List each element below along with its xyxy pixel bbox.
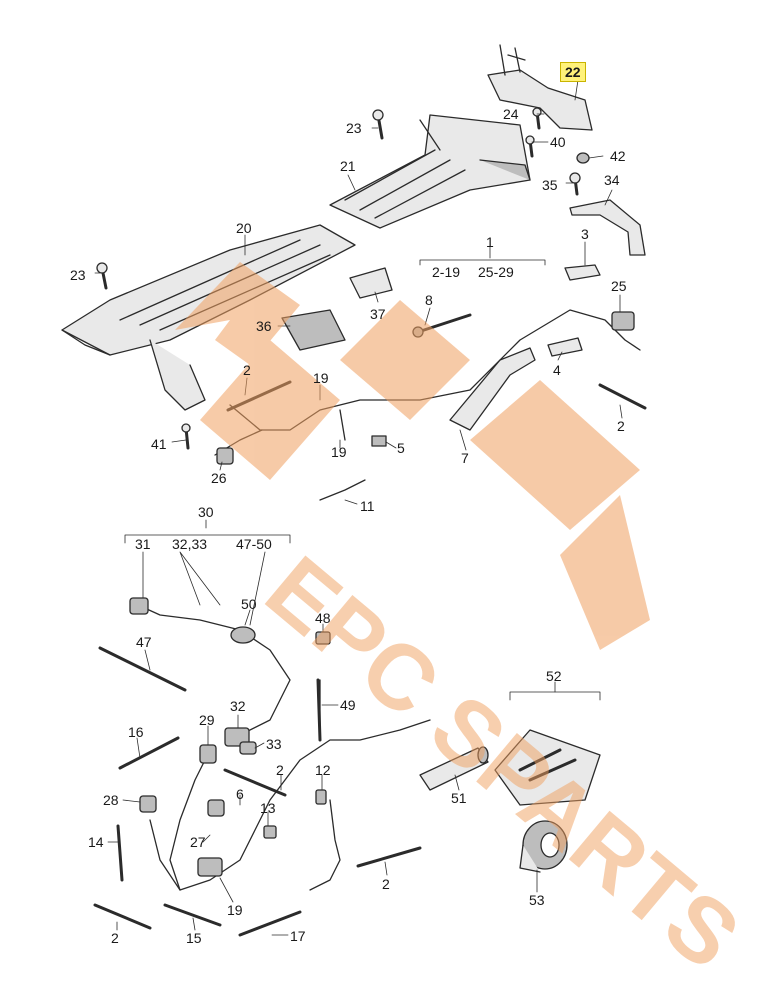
- part-31-connector: [129, 597, 149, 615]
- callout-6: 6: [236, 786, 244, 802]
- part-50-grommet: [230, 626, 256, 644]
- callout-2d: 2: [382, 876, 390, 892]
- lower-harness-2: [169, 719, 431, 891]
- part-26-connector: [216, 447, 234, 465]
- callout-34: 34: [604, 172, 620, 188]
- part-29-connector: [199, 744, 217, 764]
- callout-2c: 2: [276, 762, 284, 778]
- callout-7: 7: [461, 450, 469, 466]
- callout-14: 14: [88, 834, 104, 850]
- callout-49: 49: [340, 697, 356, 713]
- lower-harness-4: [309, 679, 341, 891]
- callout-52: 52: [546, 668, 562, 684]
- part-2-tie-e: [93, 903, 152, 930]
- part-20-frame: [61, 224, 356, 411]
- callout-25-29: 25-29: [478, 264, 514, 280]
- callout-33: 33: [266, 736, 282, 752]
- part-25-connector: [611, 311, 635, 331]
- callout-50: 50: [241, 596, 257, 612]
- callout-40: 40: [550, 134, 566, 150]
- callout-27: 27: [190, 834, 206, 850]
- part-2-tie-d: [356, 846, 422, 868]
- callout-48: 48: [315, 610, 331, 626]
- callout-47: 47: [136, 634, 152, 650]
- part-14-tie: [116, 824, 124, 882]
- harness-branch-2: [319, 409, 366, 501]
- callout-32: 32: [230, 698, 246, 714]
- part-3-clip: [564, 264, 601, 281]
- callout-13: 13: [260, 800, 276, 816]
- part-17-tie: [238, 910, 302, 937]
- part-16-tie: [118, 736, 180, 770]
- part-2-tie-b: [598, 383, 647, 410]
- callout-23: 23: [346, 120, 362, 136]
- callout-42: 42: [610, 148, 626, 164]
- callout-35: 35: [542, 177, 558, 193]
- callout-20: 20: [236, 220, 252, 236]
- part-53-tape: [519, 820, 568, 873]
- callout-26: 26: [211, 470, 227, 486]
- callout-30: 30: [198, 504, 214, 520]
- part-5-clip: [371, 435, 387, 447]
- callout-19b: 19: [331, 444, 347, 460]
- part-37-plate: [349, 267, 393, 299]
- part-28-connector: [139, 795, 157, 813]
- callout-16: 16: [128, 724, 144, 740]
- callout-12: 12: [315, 762, 331, 778]
- part-34-bracket: [569, 199, 646, 256]
- part-13-clip: [263, 825, 277, 839]
- callout-36: 36: [256, 318, 272, 334]
- lower-harness-3: [149, 819, 181, 891]
- callout-29: 29: [199, 712, 215, 728]
- callout-22: 22: [560, 62, 586, 82]
- callout-4: 4: [553, 362, 561, 378]
- callout-25: 25: [611, 278, 627, 294]
- callout-5: 5: [397, 440, 405, 456]
- part-33-connector: [239, 741, 257, 755]
- callout-53: 53: [529, 892, 545, 908]
- callout-51: 51: [451, 790, 467, 806]
- callout-1: 1: [486, 234, 494, 250]
- callout-47-50: 47-50: [236, 536, 272, 552]
- callout-3: 3: [581, 226, 589, 242]
- callout-23b: 23: [70, 267, 86, 283]
- callout-41: 41: [151, 436, 167, 452]
- watermark: [175, 262, 650, 650]
- part-51-sleeve: [419, 747, 489, 791]
- callout-19a: 19: [313, 370, 329, 386]
- part-4-clip: [547, 337, 583, 357]
- callout-11: 11: [360, 498, 375, 514]
- part-21-tray: [329, 114, 531, 229]
- callout-2a: 2: [243, 362, 251, 378]
- part-15-tie: [163, 903, 222, 927]
- callout-17: 17: [290, 928, 306, 944]
- part-49-pin: [316, 678, 322, 742]
- callout-2-19: 2-19: [432, 264, 461, 280]
- part-36-module: [281, 309, 346, 351]
- part-47-tie: [98, 646, 187, 692]
- part-27-connector: [207, 799, 225, 817]
- callout-15: 15: [186, 930, 202, 946]
- callout-19c: 19: [227, 902, 243, 918]
- callout-2b: 2: [617, 418, 625, 434]
- lower-harness: [137, 604, 291, 736]
- part-2-tie-c: [223, 768, 287, 797]
- callout-32-33: 32,33: [172, 536, 208, 552]
- callout-21: 21: [340, 158, 356, 174]
- part-12-clip: [315, 789, 327, 805]
- callout-8: 8: [425, 292, 433, 308]
- callout-24: 24: [503, 106, 519, 122]
- callout-28: 28: [103, 792, 119, 808]
- part-52-tray: [494, 729, 601, 806]
- callout-2e: 2: [111, 930, 119, 946]
- callout-31: 31: [135, 536, 151, 552]
- callout-37: 37: [370, 306, 386, 322]
- part-22-bracket: [487, 44, 593, 131]
- part-19-connector: [197, 857, 223, 877]
